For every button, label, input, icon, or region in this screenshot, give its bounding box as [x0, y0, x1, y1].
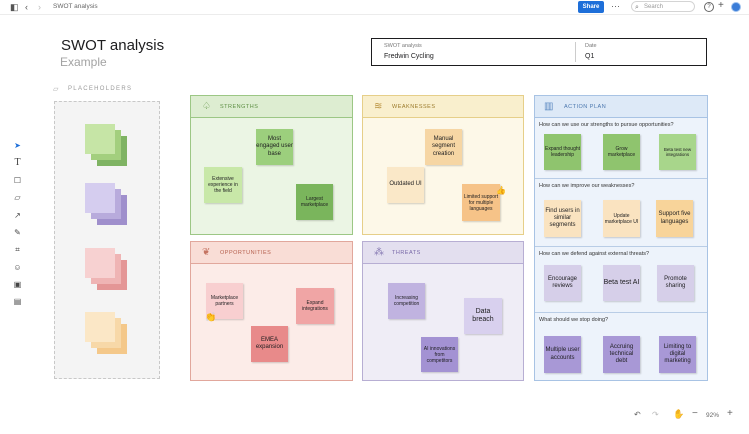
pen-tool-icon[interactable]: ✎	[14, 228, 21, 237]
frame-tool-icon[interactable]: ⌗	[15, 245, 20, 254]
info-date-value: Q1	[585, 53, 595, 60]
sprout-icon: ❦	[202, 247, 211, 258]
more-icon[interactable]: ···	[611, 1, 620, 11]
back-icon[interactable]: ‹	[25, 2, 28, 12]
hand-tool-icon[interactable]: ✋	[673, 409, 685, 419]
redo-icon[interactable]: ↷	[652, 410, 659, 419]
help-icon[interactable]: ?	[704, 2, 714, 12]
sticky-note-icon: ▱	[53, 86, 60, 93]
strength-icon: ♤	[202, 101, 211, 112]
sticky-note[interactable]: Manual segment creation	[425, 129, 462, 165]
sticky-note[interactable]: Most engaged user base	[256, 129, 293, 165]
image-tool-icon[interactable]: ▣	[13, 280, 22, 289]
opportunities-quadrant: ❦ OPPORTUNITIES Marketplace partners 👏 E…	[190, 241, 353, 381]
undo-icon[interactable]: ↶	[634, 410, 641, 419]
weakness-icon: ≋	[374, 101, 383, 112]
top-bar: ◧ ‹ › SWOT analysis Share ··· ⌕ Search ?…	[0, 0, 749, 15]
share-button[interactable]: Share	[578, 1, 604, 13]
sticky-note[interactable]: Support five languages	[656, 200, 693, 237]
green-note-stack[interactable]	[85, 124, 127, 166]
sticky-note[interactable]: Grow marketplace	[603, 134, 640, 170]
sticky-note[interactable]: Promote sharing	[657, 265, 694, 301]
weaknesses-title: WEAKNESSES	[392, 104, 436, 110]
clapping-hands-icon: 👏	[205, 312, 217, 322]
strengths-header: ♤ STRENGTHS	[191, 96, 352, 118]
sidebar-toggle-icon[interactable]: ◧	[10, 2, 19, 12]
weaknesses-header: ≋ WEAKNESSES	[363, 96, 523, 118]
sticky-note[interactable]: AI innovations from competitors	[421, 337, 458, 372]
sticky-note[interactable]: Beta test new integrations	[659, 134, 696, 170]
opportunities-title: OPPORTUNITIES	[220, 250, 272, 256]
info-box: SWOT analysis Fredwin Cycling Date Q1	[371, 38, 707, 66]
text-tool-icon[interactable]: T	[14, 157, 21, 168]
action-plan-title: ACTION PLAN	[564, 104, 607, 110]
action-row: How can we improve our weaknesses? Find …	[535, 178, 707, 246]
yellow-note-stack[interactable]	[85, 312, 127, 354]
sticky-note[interactable]: Accruing technical debt	[603, 336, 640, 373]
action-question: How can we improve our weaknesses?	[539, 183, 635, 189]
search-placeholder: Search	[644, 4, 664, 10]
placeholders-label-text: PLACEHOLDERS	[68, 86, 133, 92]
sticky-note[interactable]: Increasing competition	[388, 283, 425, 319]
action-row: How can we use our strengths to pursue o…	[535, 118, 707, 178]
placeholders-label: ▱ PLACEHOLDERS	[53, 86, 133, 93]
sticky-note[interactable]: Beta test AI	[603, 265, 640, 301]
tool-palette: ➤ T ☐ ▱ ↗ ✎ ⌗ ☺ ▣ ▤	[9, 137, 26, 311]
purple-note-stack[interactable]	[85, 183, 127, 225]
threat-icon: ⁂	[374, 247, 384, 258]
sticky-note[interactable]: Data breach	[464, 298, 502, 334]
forward-icon[interactable]: ›	[38, 2, 41, 12]
zoom-out-icon[interactable]: −	[692, 408, 698, 419]
shape-tool-icon[interactable]: ☐	[13, 176, 22, 185]
sticky-note-tool-icon[interactable]: ▱	[14, 193, 21, 202]
sticky-note[interactable]: Marketplace partners	[206, 283, 243, 319]
action-plan-panel: ▥ ACTION PLAN How can we use our strengt…	[534, 95, 708, 381]
emoji-tool-icon[interactable]: ☺	[13, 263, 22, 272]
select-tool-icon[interactable]: ➤	[14, 141, 21, 150]
action-question: How can we defend against external threa…	[539, 251, 650, 257]
sticky-note[interactable]: Expand thought leadership	[544, 134, 581, 170]
search-input[interactable]: ⌕ Search	[631, 1, 695, 12]
document-title: SWOT analysis	[53, 3, 98, 10]
page-title: SWOT analysis	[61, 37, 165, 54]
info-title-label: SWOT analysis	[384, 43, 422, 49]
threats-header: ⁂ THREATS	[363, 242, 523, 264]
search-icon: ⌕	[635, 4, 639, 11]
opportunities-header: ❦ OPPORTUNITIES	[191, 242, 352, 264]
thumbs-up-icon: 👍	[496, 186, 506, 195]
info-divider	[575, 42, 576, 62]
zoom-level[interactable]: 92%	[706, 412, 720, 419]
info-title-value: Fredwin Cycling	[384, 53, 434, 60]
sticky-note[interactable]: Find users in similar segments	[544, 200, 581, 237]
avatar[interactable]	[731, 2, 741, 12]
page-subtitle: Example	[60, 55, 107, 69]
zoom-in-icon[interactable]: +	[727, 408, 733, 419]
sticky-note[interactable]: Encourage reviews	[544, 265, 581, 301]
sticky-note[interactable]: Multiple user accounts	[544, 336, 581, 373]
weaknesses-quadrant: ≋ WEAKNESSES Manual segment creation Out…	[362, 95, 524, 235]
sticky-note[interactable]: Limiting to digital marketing	[659, 336, 696, 373]
strengths-title: STRENGTHS	[220, 104, 259, 110]
sticky-note[interactable]: Extensive experience in the field	[204, 167, 242, 203]
action-question: What should we stop doing?	[539, 317, 609, 323]
pink-note-stack[interactable]	[85, 248, 127, 290]
sticky-note[interactable]: Update marketplace UI	[603, 200, 640, 237]
threats-title: THREATS	[392, 250, 421, 256]
sticky-note[interactable]: Outdated UI	[387, 167, 424, 203]
threats-quadrant: ⁂ THREATS Increasing competition Data br…	[362, 241, 524, 381]
add-icon[interactable]: +	[718, 0, 724, 11]
action-plan-header: ▥ ACTION PLAN	[535, 96, 707, 118]
strengths-quadrant: ♤ STRENGTHS Most engaged user base Exten…	[190, 95, 353, 235]
sticky-note[interactable]: Expand integrations	[296, 288, 334, 324]
template-tool-icon[interactable]: ▤	[13, 297, 22, 306]
info-date-label: Date	[585, 43, 597, 49]
action-question: How can we use our strengths to pursue o…	[539, 122, 674, 128]
action-row: What should we stop doing? Multiple user…	[535, 312, 707, 380]
sticky-note[interactable]: Limited support for multiple languages	[462, 184, 500, 221]
sticky-note[interactable]: EMEA expansion	[251, 326, 288, 362]
action-row: How can we defend against external threa…	[535, 246, 707, 312]
connector-tool-icon[interactable]: ↗	[14, 211, 21, 220]
sticky-note[interactable]: Largest marketplace	[296, 184, 333, 220]
map-icon: ▥	[544, 101, 554, 112]
